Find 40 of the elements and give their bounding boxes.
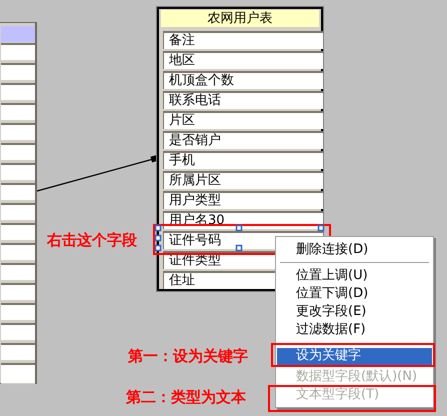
table-row <box>1 63 35 81</box>
annotation-text: 第一：设为关键字 <box>128 347 248 365</box>
menu-item-disabled: 数据型字段(默认)(N) <box>277 369 432 387</box>
table-row <box>1 323 35 341</box>
table-title: 农网用户表 <box>161 10 319 27</box>
table-row <box>1 183 35 201</box>
field-row: 联系电话 <box>163 91 323 109</box>
table-row <box>1 83 35 101</box>
menu-item: 更改字段(E) <box>277 304 432 322</box>
menu-item: 过滤数据(F) <box>277 322 432 340</box>
connector-line <box>36 155 158 192</box>
menu-item: 位置下调(D) <box>277 286 432 304</box>
field-row: 用户类型 <box>163 191 323 209</box>
table-row <box>1 303 35 321</box>
table-row <box>1 203 35 221</box>
table-row <box>1 123 35 141</box>
table-row <box>1 103 35 121</box>
field-row: 备注 <box>163 31 323 49</box>
annotation-text: 右击这个字段 <box>47 231 137 249</box>
menu-item-highlighted: 设为关键字 <box>277 348 432 366</box>
table-row <box>1 43 35 61</box>
field-row: 机顶盒个数 <box>163 71 323 89</box>
table-row <box>1 223 35 241</box>
field-row: 地区 <box>163 51 323 69</box>
field-row: 所属片区 <box>163 171 323 189</box>
table-row <box>1 163 35 181</box>
field-row: 是否销户 <box>163 131 323 149</box>
table-box <box>0 22 37 384</box>
menu-item-disabled: 文本型字段(T) <box>277 387 432 405</box>
table-row <box>1 363 35 384</box>
table-row <box>1 243 35 261</box>
table-row <box>1 263 35 281</box>
table-header <box>1 26 35 42</box>
field-row: 手机 <box>163 151 323 169</box>
context-menu <box>275 236 434 408</box>
annotation-text: 第二：类型为文本 <box>126 388 246 406</box>
table-row <box>1 143 35 161</box>
table-row <box>1 283 35 301</box>
table-row <box>1 343 35 361</box>
field-row: 片区 <box>163 111 323 129</box>
